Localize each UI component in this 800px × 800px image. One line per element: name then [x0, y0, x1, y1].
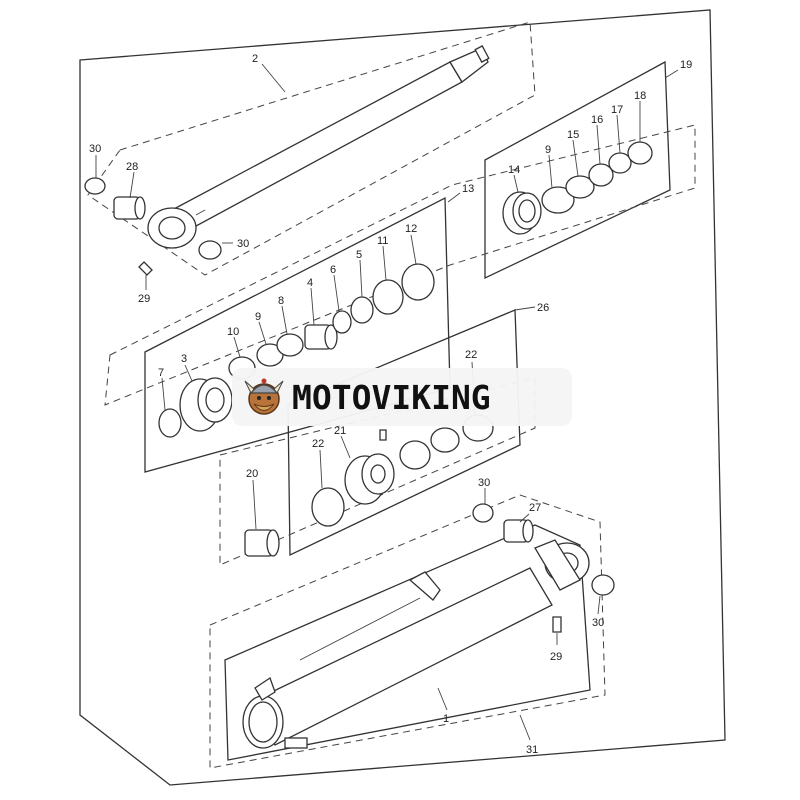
callout-1: 1: [443, 713, 449, 725]
ring-22-a: [311, 487, 345, 527]
callout-19: 19: [680, 59, 692, 71]
bushing-27: [503, 519, 534, 543]
ring-30-b: [198, 240, 222, 260]
callout-labels: 2 30 28 30 29 19 18 17 16 15 9 14 13 12 …: [89, 53, 692, 756]
seal-26-a: [399, 440, 431, 470]
seal-26-b: [430, 427, 460, 453]
callout-16: 16: [591, 114, 603, 126]
seal-17: [608, 152, 632, 174]
ring-8: [276, 333, 304, 357]
callout-31: 31: [526, 744, 538, 756]
seal-15: [565, 175, 595, 199]
piston-rod: [147, 45, 490, 249]
callout-7: 7: [158, 367, 164, 379]
callout-22-a: 22: [312, 438, 324, 450]
ring-9-b: [541, 186, 575, 214]
callout-18: 18: [634, 90, 646, 102]
callout-8: 8: [278, 295, 284, 307]
group-1-boundary: [224, 524, 591, 761]
callout-2: 2: [252, 53, 258, 65]
seal-16: [588, 163, 614, 187]
group-19-boundary: [484, 60, 671, 280]
piston-14: [502, 191, 542, 235]
callout-9-b: 9: [545, 144, 551, 156]
callout-26: 26: [537, 302, 549, 314]
callout-10: 10: [227, 326, 239, 338]
callout-27: 27: [529, 502, 541, 514]
callout-30-b: 30: [237, 238, 249, 250]
callout-11: 11: [377, 235, 388, 247]
bushing-4: [304, 324, 338, 350]
callout-30-c: 30: [478, 477, 490, 489]
assembly-frame: [79, 9, 726, 786]
viking-mascot-icon: [244, 378, 284, 415]
gland-3: [179, 377, 233, 432]
piston-21: [344, 453, 395, 505]
group-26-boundary: [287, 309, 521, 557]
seal-11: [372, 279, 404, 315]
bushing-28: [113, 196, 146, 220]
callout-5: 5: [356, 249, 362, 261]
callout-30-a: 30: [89, 143, 101, 155]
ring-30-d: [591, 574, 615, 596]
bushing-20: [244, 529, 280, 557]
seal-7: [158, 408, 182, 438]
callout-13: 13: [462, 183, 474, 195]
callout-30-d: 30: [592, 617, 604, 629]
group-31-boundary: [209, 494, 606, 769]
cylinder-barrel: [242, 539, 590, 749]
group-rod-boundary: [87, 21, 536, 276]
callout-20: 20: [246, 468, 258, 480]
callout-6: 6: [330, 264, 336, 276]
callout-22-b: 22: [465, 349, 477, 361]
watermark-banner: MOTOVIKING: [232, 368, 572, 426]
grease-fitting-29-a: [138, 261, 153, 276]
grease-fitting-29-b: [552, 616, 562, 633]
seal-5: [350, 296, 374, 324]
callout-3: 3: [181, 353, 187, 365]
callout-28: 28: [126, 161, 138, 173]
seal-6: [332, 310, 352, 334]
callout-29-a: 29: [138, 293, 150, 305]
watermark-text: MOTOVIKING: [292, 377, 491, 417]
leader-lines: [95, 63, 679, 741]
callout-14: 14: [508, 164, 520, 176]
set-screw: [379, 429, 387, 441]
ring-30-c: [472, 503, 494, 523]
callout-12: 12: [405, 223, 417, 235]
callout-4: 4: [307, 277, 313, 289]
callout-15: 15: [567, 129, 579, 141]
callout-29-b: 29: [550, 651, 562, 663]
group-13-boundary: [104, 124, 696, 406]
callout-17: 17: [611, 104, 623, 116]
callout-21: 21: [334, 425, 346, 437]
ring-30-a: [84, 177, 106, 195]
ring-18: [627, 141, 653, 165]
callout-9-a: 9: [255, 311, 261, 323]
ring-12: [401, 263, 435, 301]
